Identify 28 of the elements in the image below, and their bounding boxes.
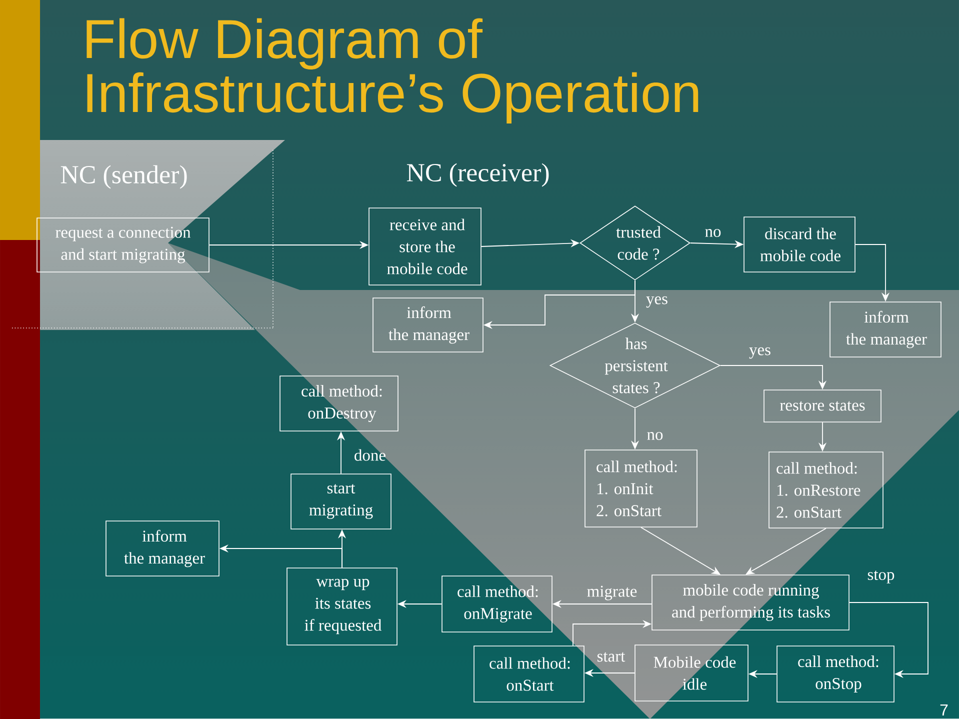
process-box: inform the manager <box>830 302 942 358</box>
process-box: inform the manager <box>106 520 220 576</box>
process-box: wrap up its states if requested <box>286 568 398 646</box>
heading-label: NC (sender) <box>60 165 187 189</box>
process-box: start migrating <box>290 474 392 530</box>
process-box: Mobile code idle <box>634 644 748 702</box>
edge-label: start <box>597 652 626 662</box>
process-box: call method: onStart <box>474 646 584 702</box>
edge-label: no <box>705 229 721 237</box>
process-box: call method: onDestroy <box>280 376 398 432</box>
page-number: 7 <box>940 704 948 716</box>
title: Flow Diagram of Infrastructure’s Operation <box>86 18 698 124</box>
process-box: restore states <box>764 390 882 422</box>
edge-label: done <box>354 449 386 461</box>
process-box: discard the mobile code <box>744 216 856 272</box>
heading-label: NC (receiver) <box>406 163 549 187</box>
edge-label: no <box>647 432 663 440</box>
process-box: receive and store the mobile code <box>368 208 482 286</box>
process-box: call method: onMigrate <box>442 576 552 632</box>
edge-label: yes <box>646 296 668 308</box>
edge-label: yes <box>749 347 770 359</box>
edge-label: migrate <box>587 586 637 600</box>
process-box: call method: 1. onInit 2. onStart <box>584 450 698 528</box>
process-box: inform the manager <box>372 298 484 352</box>
process-box: call method: 1. onRestore 2. onStart <box>768 452 884 528</box>
arrow <box>848 602 928 678</box>
process-box: call method: onStop <box>776 646 894 702</box>
edge-label: stop <box>868 570 894 584</box>
